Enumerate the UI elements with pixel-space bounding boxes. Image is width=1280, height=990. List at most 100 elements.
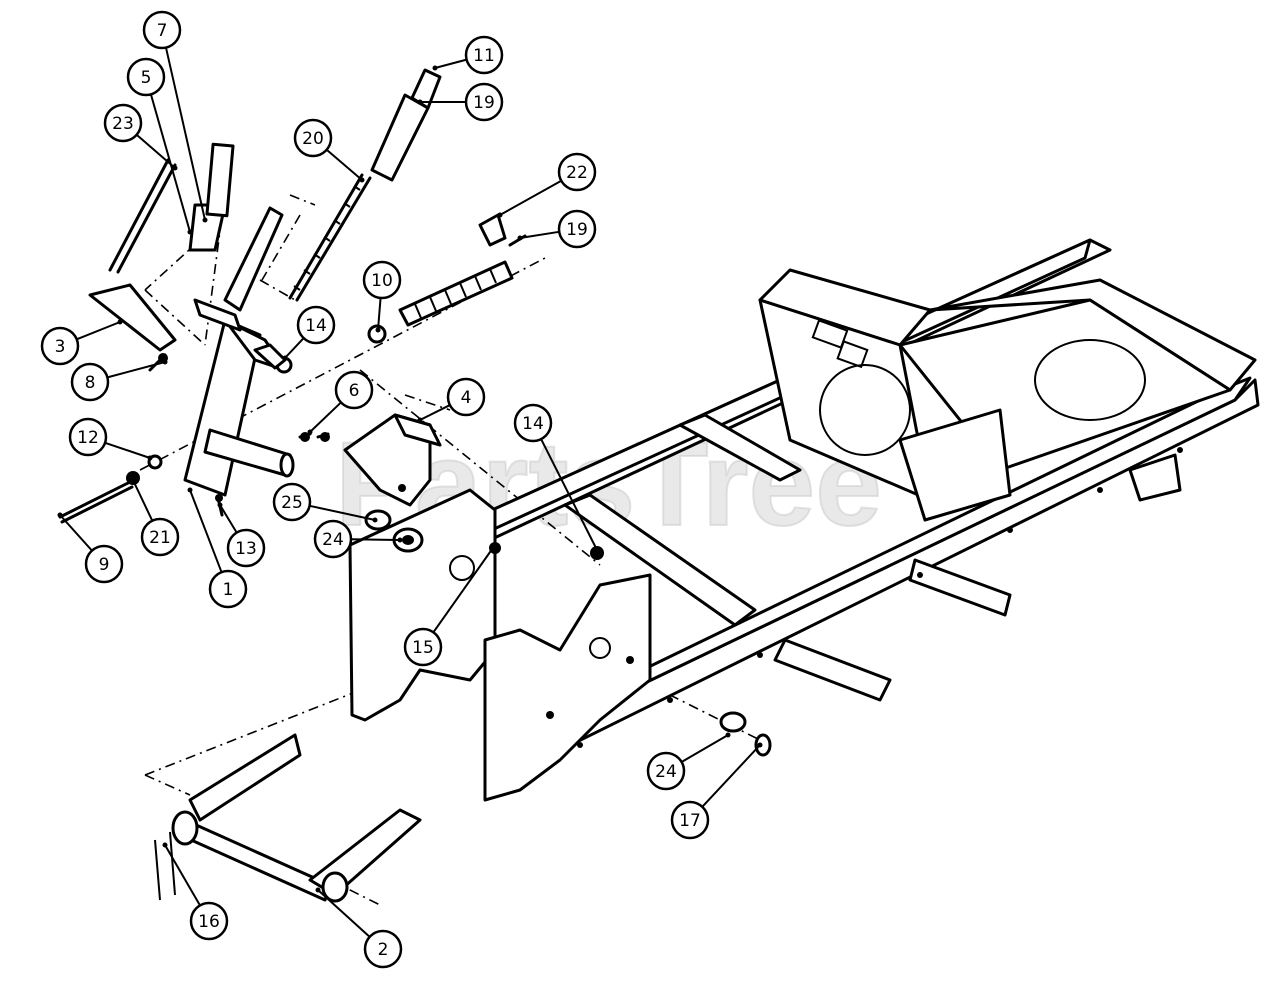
axle-assembly bbox=[154, 733, 422, 903]
callout-leader bbox=[76, 321, 121, 341]
callout-balloon bbox=[103, 103, 143, 143]
callout-leader-tip bbox=[725, 732, 731, 738]
callout-number: 20 bbox=[302, 129, 324, 149]
callout-leader-tip bbox=[372, 517, 378, 523]
callout-leader bbox=[59, 514, 93, 552]
callout-balloon bbox=[70, 362, 110, 402]
callout-leader-tip bbox=[757, 742, 763, 748]
callout-leader bbox=[131, 477, 154, 522]
callout-number: 4 bbox=[461, 388, 472, 408]
callout-balloon bbox=[557, 209, 597, 249]
callout-leader bbox=[164, 47, 206, 221]
callout-balloon bbox=[363, 929, 403, 969]
callout-4: 4 bbox=[417, 377, 486, 423]
callout-23: 23 bbox=[103, 103, 178, 171]
callout-16: 16 bbox=[162, 842, 229, 941]
callout-balloon bbox=[334, 370, 374, 410]
callout-leader-tip bbox=[517, 235, 523, 241]
callout-6: 6 bbox=[307, 370, 374, 435]
callout-number: 3 bbox=[55, 337, 66, 357]
callout-number: 19 bbox=[566, 220, 588, 240]
callout-number: 14 bbox=[305, 316, 327, 336]
callout-15: 15 bbox=[403, 542, 498, 667]
callout-number: 21 bbox=[149, 528, 171, 548]
callout-balloon bbox=[40, 326, 80, 366]
callout-balloon bbox=[464, 35, 504, 75]
callout-leader-tip bbox=[172, 165, 178, 171]
callout-number: 22 bbox=[566, 163, 588, 183]
callout-11: 11 bbox=[432, 35, 504, 75]
callout-leader bbox=[419, 404, 451, 421]
callout-number: 2 bbox=[378, 940, 389, 960]
callout-balloon bbox=[208, 569, 248, 609]
callout-number: 16 bbox=[198, 912, 220, 932]
callout-leader-tip bbox=[187, 487, 193, 493]
callout-1: 1 bbox=[187, 487, 248, 609]
callout-24: 24 bbox=[646, 732, 731, 791]
callout-balloon bbox=[513, 403, 553, 443]
callout-19: 19 bbox=[417, 82, 504, 122]
callout-20: 20 bbox=[293, 118, 365, 183]
callout-leader-tip bbox=[417, 99, 423, 105]
callout-leader bbox=[104, 441, 151, 459]
callout-leader-tip bbox=[129, 475, 135, 481]
callout-number: 1 bbox=[223, 580, 234, 600]
callout-13: 13 bbox=[217, 502, 266, 568]
callout-balloon bbox=[670, 800, 710, 840]
callout-number: 14 bbox=[522, 414, 544, 434]
callout-number: 24 bbox=[322, 530, 344, 550]
callout-balloon bbox=[296, 305, 336, 345]
callout-number: 15 bbox=[412, 638, 434, 658]
spring-assembly bbox=[288, 68, 527, 344]
callout-2: 2 bbox=[315, 887, 403, 969]
callout-leader-tip bbox=[57, 512, 63, 518]
callout-leader bbox=[519, 230, 560, 239]
callout-leader bbox=[681, 734, 729, 763]
callout-leader bbox=[309, 401, 342, 433]
callout-balloon bbox=[403, 627, 443, 667]
callout-leader-tip bbox=[492, 542, 498, 548]
callout-21: 21 bbox=[129, 475, 180, 557]
callout-leader-tip bbox=[147, 455, 153, 461]
callout-leader-tip bbox=[497, 212, 503, 218]
bracket-assembly bbox=[298, 413, 442, 507]
callout-22: 22 bbox=[497, 152, 597, 218]
callout-number: 12 bbox=[77, 428, 99, 448]
callout-8: 8 bbox=[70, 359, 168, 402]
callout-balloon bbox=[646, 751, 686, 791]
callout-number: 17 bbox=[679, 811, 701, 831]
callout-balloon bbox=[68, 417, 108, 457]
callout-number: 13 bbox=[235, 539, 257, 559]
callout-leader-tip bbox=[282, 355, 288, 361]
callout-25: 25 bbox=[272, 482, 378, 523]
callout-leader bbox=[326, 148, 363, 181]
callout-9: 9 bbox=[57, 512, 124, 584]
callout-balloon bbox=[557, 152, 597, 192]
callout-leader bbox=[701, 744, 761, 808]
callout-leader bbox=[107, 361, 166, 379]
callout-leader bbox=[377, 297, 382, 331]
callout-12: 12 bbox=[68, 417, 153, 461]
callout-14: 14 bbox=[282, 305, 336, 361]
callout-number: 5 bbox=[141, 68, 152, 88]
callout-number: 9 bbox=[99, 555, 110, 575]
callout-leader-tip bbox=[202, 217, 208, 223]
lift-lever bbox=[58, 142, 295, 524]
callout-17: 17 bbox=[670, 742, 763, 840]
callout-19: 19 bbox=[517, 209, 597, 249]
callout-leader-tip bbox=[217, 502, 223, 508]
callout-leader bbox=[317, 889, 371, 938]
callout-leader-tip bbox=[187, 229, 193, 235]
callout-leader bbox=[309, 504, 376, 521]
callout-number: 19 bbox=[473, 93, 495, 113]
callout-14: 14 bbox=[513, 403, 600, 553]
callout-leader-tip bbox=[117, 319, 123, 325]
callout-balloon bbox=[189, 901, 229, 941]
callout-leader-tip bbox=[375, 327, 381, 333]
callout-leader bbox=[499, 179, 562, 216]
callout-7: 7 bbox=[142, 10, 208, 223]
callout-leader-tip bbox=[162, 359, 168, 365]
callout-balloon bbox=[464, 82, 504, 122]
callout-leader-tip bbox=[397, 537, 403, 543]
